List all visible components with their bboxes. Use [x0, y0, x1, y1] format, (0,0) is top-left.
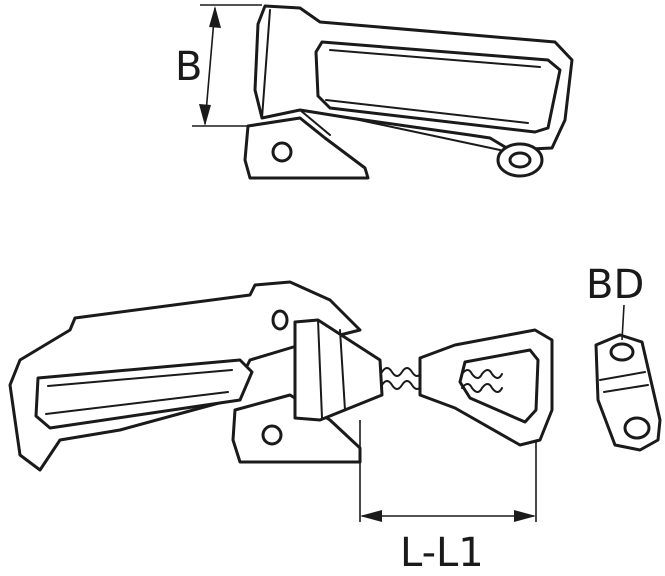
- latch-bottom-view: [8, 280, 554, 472]
- bd-leader: [621, 304, 625, 341]
- pin-top-hole: [609, 342, 635, 362]
- bottom-hinge-edge: [317, 319, 346, 419]
- bottom-pivot-hole: [271, 309, 289, 331]
- top-hook-ring-hole: [508, 151, 532, 169]
- l-arrow-left: [360, 510, 382, 522]
- top-fold-lines: [261, 9, 501, 151]
- bottom-lever-slot: [34, 358, 254, 430]
- label-l-l1: L-L1: [400, 530, 484, 576]
- bottom-lever-slot-inner: [45, 369, 233, 415]
- bottom-hinge-block: [293, 318, 384, 422]
- latch-top-view: [243, 4, 574, 180]
- bottom-base-hole: [261, 424, 283, 446]
- top-base-hole: [271, 141, 293, 163]
- b-arrow-bottom: [199, 104, 211, 126]
- b-arrow-top: [209, 6, 221, 28]
- bottom-threaded-rod: [461, 369, 503, 393]
- top-base-plate: [243, 116, 370, 180]
- pin-bottom-hole: [623, 416, 651, 440]
- dimension-l-l1: L-L1: [359, 420, 537, 576]
- label-b: B: [175, 44, 202, 90]
- bottom-hook-inner: [458, 348, 540, 424]
- l-arrow-right: [514, 510, 536, 522]
- pin-cross-groove: [599, 371, 649, 393]
- dimension-b: B: [175, 4, 262, 127]
- top-lever-slot-inner: [325, 49, 541, 124]
- label-bd: BD: [586, 262, 644, 308]
- pin-detail: BD: [586, 262, 662, 452]
